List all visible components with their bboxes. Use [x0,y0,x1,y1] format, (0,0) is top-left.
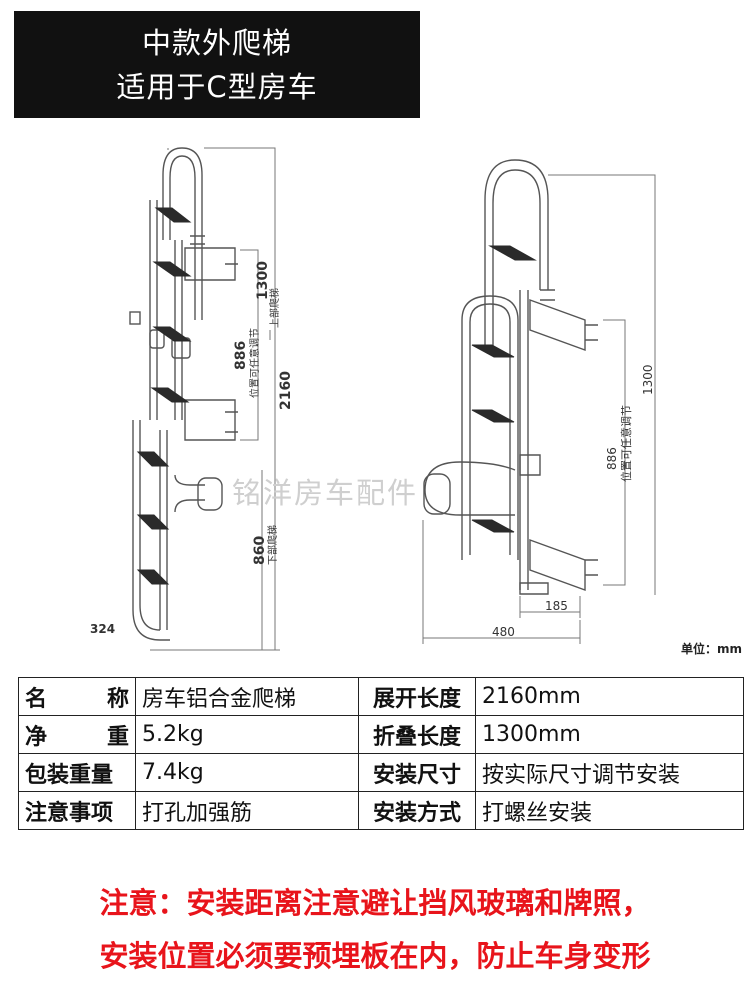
title-banner: 中款外爬梯 适用于C型房车 [14,11,420,118]
right-top-hoop [484,159,549,350]
spec-value: 打螺丝安装 [475,791,744,830]
title-line-2: 适用于C型房车 [116,69,318,104]
ladder-diagram: 1300 上部爬梯 886 位置可任意调节 2160 860 下部爬梯 324 … [90,147,656,651]
left-top-hoop [162,147,203,320]
spec-label: 折叠长度 [358,715,476,754]
spec-label: 安装方式 [358,791,476,830]
notice-line-2: 安装位置必须要预埋板在内，防止车身变形 [99,939,651,973]
spec-label: 名称 [18,677,136,716]
dim-left-1300-note: 上部爬梯 [268,288,281,328]
spec-value: 房车铝合金爬梯 [135,677,359,716]
title-line-1: 中款外爬梯 [141,25,292,60]
dim-right-185: 185 [545,599,568,613]
dim-left-886-note: 位置可任意调节 [248,328,261,398]
dim-left-860: 860 [252,536,268,565]
dim-left-2160: 2160 [278,371,294,410]
spec-value: 7.4kg [135,753,359,792]
spec-label: 净重 [18,715,136,754]
right-front-frame [461,295,519,560]
spec-value: 2160mm [475,677,744,716]
dim-right-886: 886 [605,447,619,470]
spec-value: 5.2kg [135,715,359,754]
unit-label: 单位：mm [680,642,742,656]
spec-label: 安装尺寸 [358,753,476,792]
spec-table: 名称 房车铝合金爬梯 展开长度 2160mm 净重 5.2kg 折叠长度 130… [18,677,744,830]
spec-label: 包装重量 [18,753,136,792]
spec-value: 1300mm [475,715,744,754]
right-handle [424,461,516,516]
spec-label: 展开长度 [358,677,476,716]
right-rear-rail [519,290,529,590]
notice-line-1: 注意：安装距离注意避让挡风玻璃和牌照， [99,886,651,920]
table-row: 注意事项 打孔加强筋 安装方式 打螺丝安装 [18,791,744,830]
spec-value: 打孔加强筋 [135,791,359,830]
dim-left-886: 886 [233,341,249,370]
left-upper-rail [149,200,158,420]
dim-left-324: 324 [90,622,115,636]
spec-value: 按实际尺寸调节安装 [475,753,744,792]
spec-label: 注意事项 [18,791,136,830]
left-handle [174,474,205,513]
dim-left-860-note: 下部爬梯 [266,525,279,565]
table-row: 包装重量 7.4kg 安装尺寸 按实际尺寸调节安装 [18,753,744,792]
watermark: 铭洋房车配件 [232,476,419,510]
dim-right-1300: 1300 [641,364,655,395]
table-row: 净重 5.2kg 折叠长度 1300mm [18,715,744,754]
left-lower-rail [132,420,170,641]
table-row: 名称 房车铝合金爬梯 展开长度 2160mm [18,677,744,716]
dim-right-480: 480 [492,625,515,639]
dim-left-1300: 1300 [255,261,271,300]
dim-right-886-note: 位置可任意调节 [619,405,633,482]
